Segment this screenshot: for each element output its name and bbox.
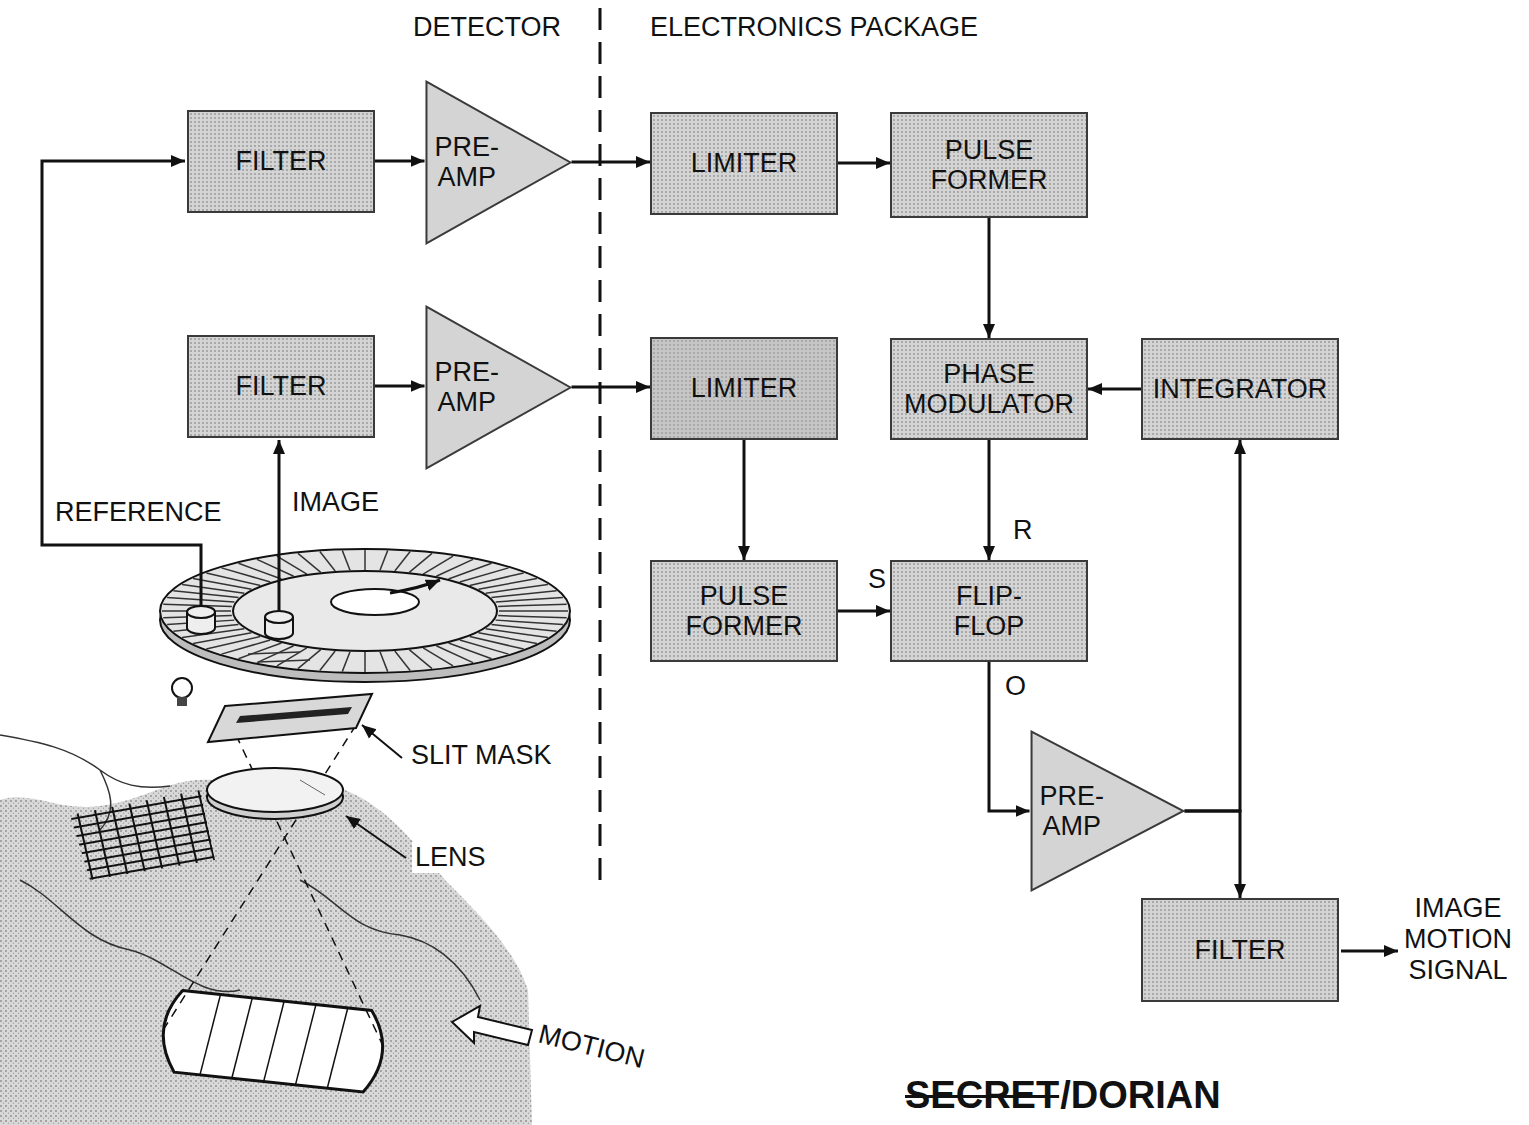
part-label: LENS: [412, 842, 489, 873]
process-box: FLIP- FLOP: [890, 560, 1088, 662]
signal-connector: [1185, 440, 1241, 811]
process-box: INTEGRATOR: [1141, 338, 1339, 440]
amplifier-triangle: PRE- AMP: [425, 305, 572, 470]
process-box: PULSE FORMER: [890, 112, 1088, 218]
part-label: MOTION: [532, 1018, 650, 1076]
part-label: IMAGE: [292, 487, 379, 518]
photo-sensor: [187, 606, 293, 639]
part-label: DETECTOR: [413, 12, 561, 43]
process-box: LIMITER: [650, 337, 838, 440]
signal-connector: [743, 440, 746, 561]
part-label: REFERENCE: [55, 497, 222, 528]
signal-connector: [572, 161, 651, 164]
part-label: SLIT MASK: [408, 740, 555, 771]
leader-line: [362, 725, 402, 758]
box-label: FILTER: [1194, 935, 1285, 965]
process-box: FILTER: [187, 110, 375, 213]
chopper-disk: [160, 549, 570, 682]
divider-line: [599, 8, 602, 882]
box-label: PRE- AMP: [435, 357, 500, 417]
signal-connector: [1088, 388, 1141, 391]
image-wire: [278, 440, 281, 611]
process-box: PHASE MODULATOR: [890, 338, 1088, 440]
output-wire: [1341, 950, 1398, 953]
box-label: PULSE FORMER: [931, 135, 1048, 195]
ground-footprint: [159, 989, 386, 1094]
signal-connector: [572, 386, 651, 389]
signal-connector: [838, 610, 890, 613]
amplifier-triangle: PRE- AMP: [425, 80, 572, 245]
signal-connector: [375, 385, 425, 388]
signal-name: O: [1003, 672, 1028, 702]
slit-mask: [208, 694, 372, 742]
signal-name: R: [1011, 516, 1035, 546]
signal-name: S: [866, 565, 888, 595]
box-label: PHASE MODULATOR: [904, 359, 1074, 419]
part-label: ELECTRONICS PACKAGE: [650, 12, 978, 43]
ray-lines: [160, 725, 385, 1050]
process-box: LIMITER: [650, 112, 838, 215]
signal-connector: [838, 162, 890, 165]
box-label: PRE- AMP: [435, 132, 500, 192]
process-box: PULSE FORMER: [650, 560, 838, 662]
terrain-lines: [0, 735, 480, 1000]
lamp: [172, 678, 192, 706]
process-box: FILTER: [187, 335, 375, 438]
signal-connector: [1185, 811, 1241, 898]
motion-arrow: [452, 1006, 532, 1045]
security-marking: /DORIAN: [1060, 1074, 1220, 1118]
box-label: FILTER: [235, 371, 326, 401]
reference-wire: [42, 161, 201, 606]
security-marking: SECRET: [905, 1074, 1059, 1118]
box-label: PRE- AMP: [1040, 781, 1105, 841]
box-label: INTEGRATOR: [1153, 374, 1328, 404]
box-label: FILTER: [235, 146, 326, 176]
signal-connector: [988, 440, 991, 560]
box-label: LIMITER: [691, 148, 798, 178]
process-box: FILTER: [1141, 898, 1339, 1002]
box-label: LIMITER: [691, 373, 798, 403]
part-label: IMAGE MOTION SIGNAL: [1404, 893, 1512, 986]
signal-connector: [375, 160, 425, 163]
signal-connector: [988, 218, 991, 338]
lens: [207, 768, 343, 819]
box-label: PULSE FORMER: [686, 581, 803, 641]
leader-line: [346, 816, 406, 858]
amplifier-triangle: PRE- AMP: [1030, 730, 1185, 892]
box-label: FLIP- FLOP: [954, 581, 1025, 641]
signal-connector: [989, 662, 1030, 811]
terrain: [0, 780, 532, 1125]
